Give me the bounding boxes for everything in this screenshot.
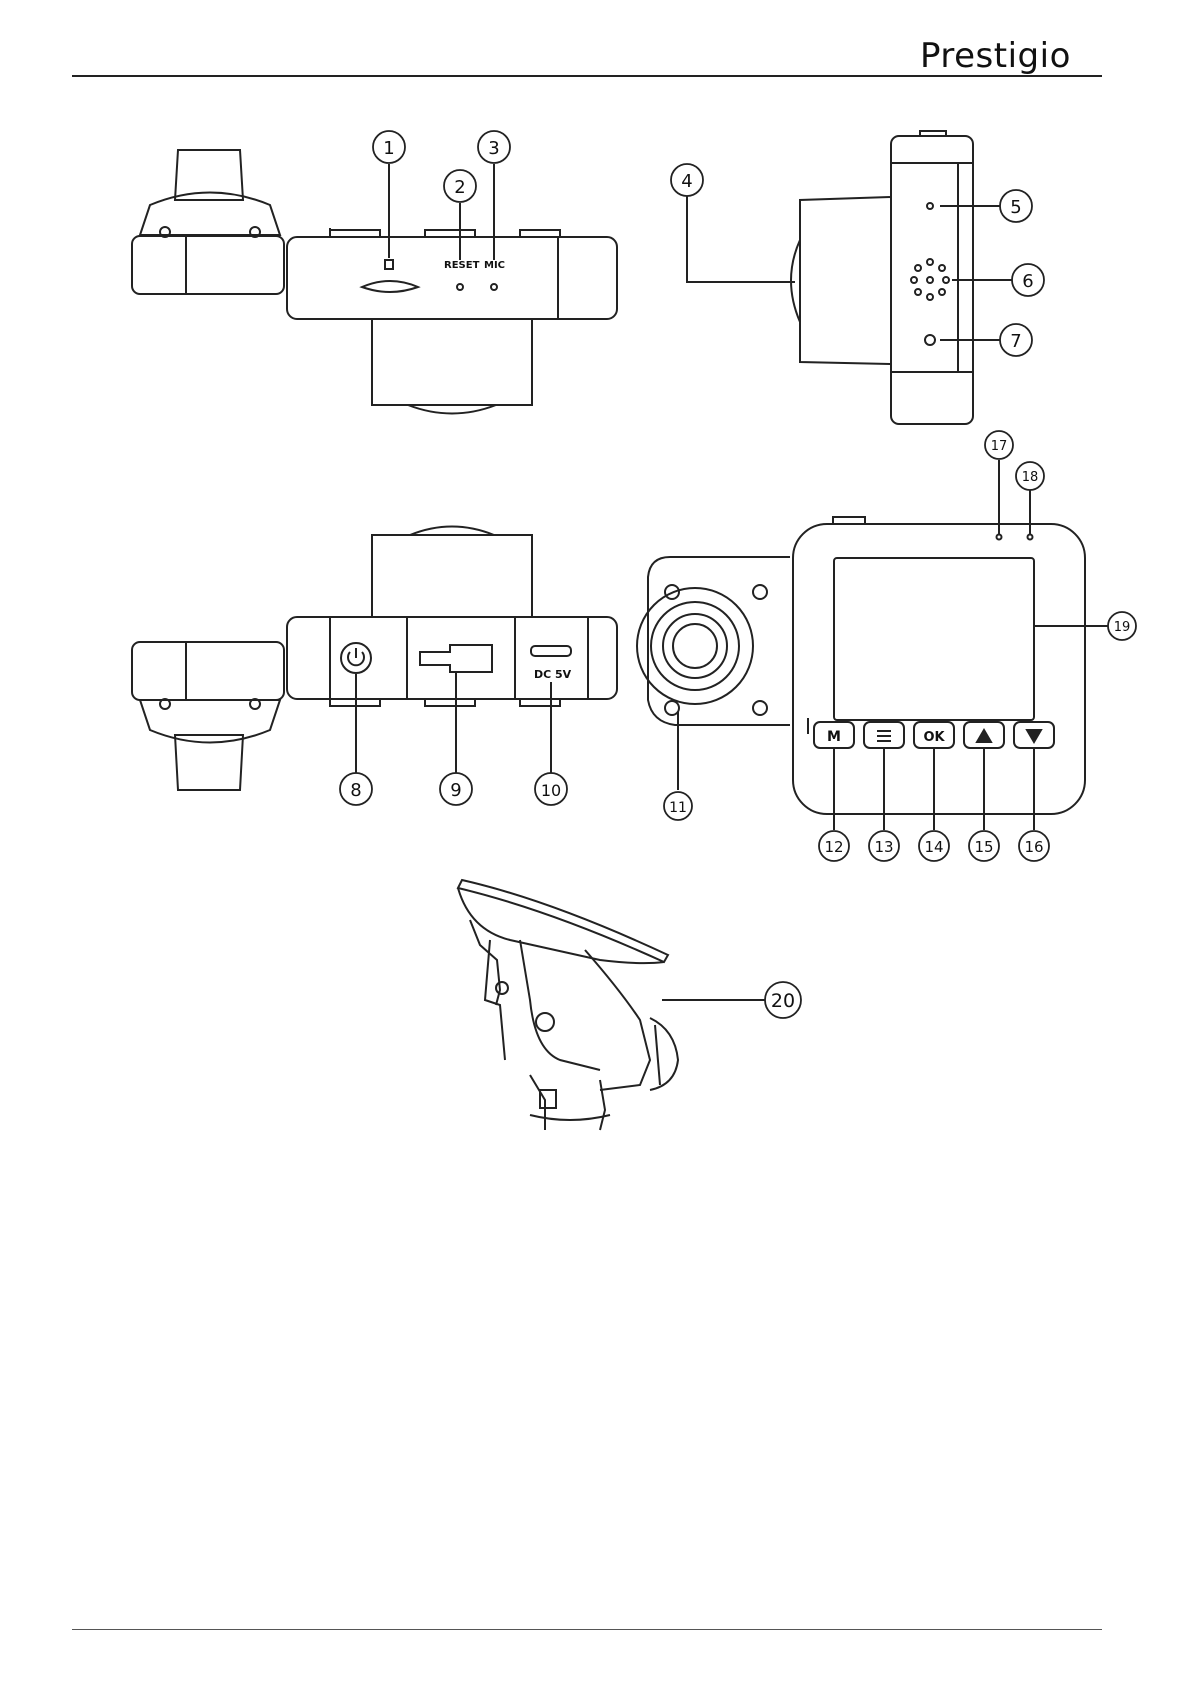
callouts bbox=[339, 130, 1137, 1019]
m-button-label: M bbox=[827, 729, 841, 745]
callout-15: 15 bbox=[974, 838, 993, 856]
header-divider bbox=[72, 75, 1102, 77]
callout-1: 1 bbox=[383, 138, 394, 159]
callout-20: 20 bbox=[771, 990, 795, 1012]
volt-label: 5V bbox=[555, 668, 572, 681]
brand-logo: Prestigio bbox=[920, 36, 1071, 76]
callout-2: 2 bbox=[454, 177, 465, 198]
mic-label: MIC bbox=[484, 260, 505, 271]
callout-6: 6 bbox=[1022, 271, 1033, 292]
callout-9: 9 bbox=[450, 780, 461, 801]
bottom-view: DC 5V bbox=[131, 525, 618, 791]
footer-divider bbox=[72, 1629, 1102, 1630]
callout-10: 10 bbox=[541, 781, 561, 800]
reset-label: RESET bbox=[444, 260, 480, 271]
top-view: RESET MIC bbox=[131, 149, 618, 415]
callout-5: 5 bbox=[1010, 197, 1021, 218]
suction-mount-view bbox=[456, 878, 765, 1131]
callout-4: 4 bbox=[681, 171, 692, 192]
callout-18: 18 bbox=[1022, 470, 1039, 485]
side-view bbox=[686, 130, 1012, 425]
callout-numbers: 1 2 3 4 5 6 7 8 9 10 11 12 13 14 15 16 1… bbox=[350, 138, 1130, 1012]
ok-button-label: OK bbox=[923, 730, 945, 745]
callout-16: 16 bbox=[1024, 838, 1043, 856]
callout-7: 7 bbox=[1010, 331, 1021, 352]
callout-12: 12 bbox=[824, 838, 843, 856]
callout-8: 8 bbox=[350, 780, 361, 801]
dc-label: DC bbox=[534, 668, 551, 681]
callout-11: 11 bbox=[669, 800, 687, 816]
callout-3: 3 bbox=[488, 138, 499, 159]
callout-19: 19 bbox=[1114, 620, 1131, 635]
callout-13: 13 bbox=[874, 838, 893, 856]
rear-view: M OK bbox=[636, 460, 1108, 830]
callout-14: 14 bbox=[924, 838, 943, 856]
callout-17: 17 bbox=[991, 439, 1008, 454]
